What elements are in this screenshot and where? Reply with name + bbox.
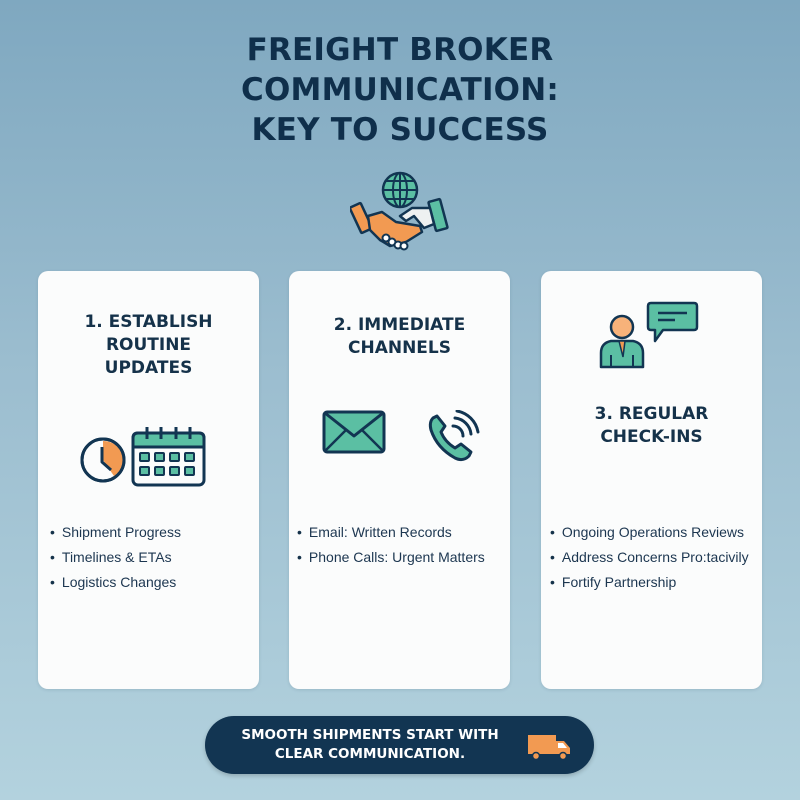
envelope-icon: [322, 410, 386, 454]
bullet-list: Email: Written Records Phone Calls: Urge…: [297, 520, 485, 570]
card-regular-check-ins: 3. REGULAR CHECK-INS Ongoing Operations …: [541, 271, 762, 689]
list-item: Logistics Changes: [50, 570, 181, 595]
list-item: Shipment Progress: [50, 520, 181, 545]
card-title-line: ROUTINE: [105, 335, 192, 355]
card-title-line: 1. ESTABLISH: [84, 312, 213, 332]
card-title-line: CHECK-INS: [600, 427, 703, 447]
clock-icon: [80, 437, 126, 483]
card-title-line: CHANNELS: [347, 338, 451, 358]
phone-icon: [428, 410, 480, 462]
card-title: 1. ESTABLISH ROUTINE UPDATES: [38, 311, 259, 380]
card-title-line: 3. REGULAR: [594, 404, 709, 424]
title-line-2: COMMUNICATION:: [241, 72, 559, 108]
card-title-line: UPDATES: [104, 358, 193, 378]
list-item: Timelines & ETAs: [50, 545, 181, 570]
title-line-1: FREIGHT BROKER: [246, 32, 554, 68]
footer-text: SMOOTH SHIPMENTS START WITH CLEAR COMMUN…: [205, 726, 535, 764]
list-item: Email: Written Records: [297, 520, 485, 545]
handshake-globe-icon: [350, 171, 449, 251]
list-item: Ongoing Operations Reviews: [550, 520, 749, 545]
footer-line: SMOOTH SHIPMENTS START WITH: [241, 727, 499, 743]
person-speech-bubble-icon: [599, 301, 699, 369]
card-title: 3. REGULAR CHECK-INS: [541, 403, 762, 449]
delivery-truck-icon: [528, 735, 570, 761]
list-item: Phone Calls: Urgent Matters: [297, 545, 485, 570]
title-line-3: KEY TO SUCCESS: [251, 112, 549, 148]
card-title-line: 2. IMMEDIATE: [333, 315, 466, 335]
card-title: 2. IMMEDIATE CHANNELS: [289, 314, 510, 360]
bullet-list: Shipment Progress Timelines & ETAs Logis…: [50, 520, 181, 595]
list-item: Address Concerns Pro:tacivily: [550, 545, 749, 570]
footer-line: CLEAR COMMUNICATION.: [274, 746, 466, 762]
list-item: Fortify Partnership: [550, 570, 749, 595]
card-immediate-channels: 2. IMMEDIATE CHANNELS Email: Written Rec…: [289, 271, 510, 689]
calendar-icon: [131, 427, 206, 487]
footer-banner: SMOOTH SHIPMENTS START WITH CLEAR COMMUN…: [205, 716, 594, 774]
page-title: FREIGHT BROKER COMMUNICATION: KEY TO SUC…: [0, 30, 800, 150]
bullet-list: Ongoing Operations Reviews Address Conce…: [550, 520, 749, 595]
card-routine-updates: 1. ESTABLISH ROUTINE UPDATES Shipment Pr…: [38, 271, 259, 689]
